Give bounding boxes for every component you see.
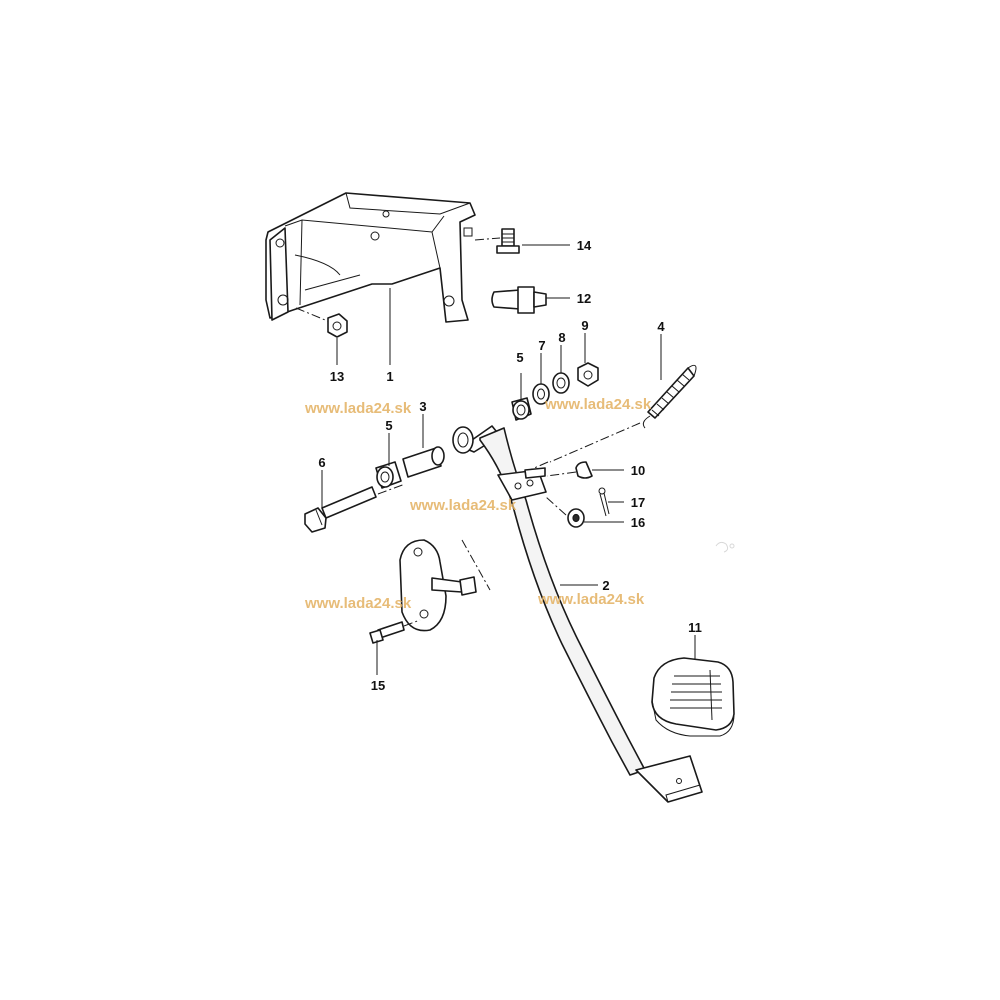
- part-12-pin: [491, 286, 547, 314]
- part-3-sleeve: [402, 446, 445, 478]
- callout-13: 13: [330, 369, 344, 384]
- watermark-3: www.lada24.sk: [409, 497, 517, 514]
- leader-lines: [321, 244, 696, 675]
- callout-4: 4: [657, 319, 665, 334]
- watermark-2: www.lada24.sk: [544, 396, 652, 413]
- part-15-switch-assembly: [369, 539, 491, 644]
- callout-3: 3: [419, 399, 426, 414]
- part-14-bolt: [474, 228, 520, 254]
- callout-6: 6: [318, 455, 325, 470]
- callout-9: 9: [581, 318, 588, 333]
- callout-15: 15: [371, 678, 385, 693]
- part-11-pedal-pad: [651, 657, 735, 737]
- callout-16: 16: [631, 515, 645, 530]
- part-4-spring: [642, 364, 697, 429]
- callout-11: 11: [688, 620, 702, 635]
- part-17-cotter-pin: [598, 487, 610, 517]
- watermarks: www.lada24.sk www.lada24.sk www.lada24.s…: [304, 396, 652, 612]
- callout-5-right: 5: [516, 350, 523, 365]
- callout-1: 1: [386, 369, 393, 384]
- part-9-nut: [577, 362, 599, 387]
- callout-8: 8: [558, 330, 565, 345]
- part-10-clevis-pin: [546, 461, 593, 479]
- part-2-pedal-arm: [452, 425, 703, 803]
- part-5-bushing-right: [511, 397, 532, 421]
- part-7-washer: [532, 383, 550, 405]
- part-5-bushing-left: [375, 461, 402, 489]
- callout-7: 7: [538, 338, 545, 353]
- watermark-5: www.lada24.sk: [537, 591, 645, 608]
- faint-mark: [715, 541, 735, 553]
- pedal-bracket: [265, 192, 476, 323]
- part-6-bolt: [304, 486, 377, 533]
- callout-12: 12: [577, 291, 591, 306]
- part-13-nut: [295, 307, 348, 338]
- watermark-1: www.lada24.sk: [304, 400, 412, 417]
- watermark-4: www.lada24.sk: [304, 595, 412, 612]
- part-8-washer: [552, 372, 570, 394]
- part-16-washer: [545, 496, 585, 528]
- callout-labels: 1 2 3 4 5 5 6 7 8 9 10 11 12 13 14 15 16…: [318, 238, 701, 693]
- callout-5-left: 5: [385, 418, 392, 433]
- callout-2: 2: [602, 578, 609, 593]
- callout-17: 17: [631, 495, 645, 510]
- callout-10: 10: [631, 463, 645, 478]
- callout-14: 14: [577, 238, 592, 253]
